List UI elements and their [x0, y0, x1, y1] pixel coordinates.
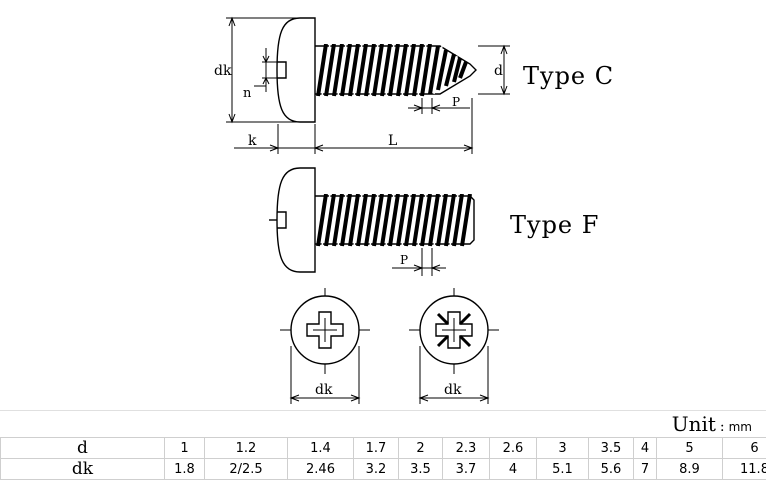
- table-cell: 2.6: [489, 437, 537, 459]
- table-cell: 4: [489, 458, 537, 480]
- table-cell: 1.2: [204, 437, 288, 459]
- head-view-pozidriv-star: [409, 288, 499, 374]
- type-c-screw: [276, 17, 477, 123]
- table-cell: 11.8: [722, 458, 766, 480]
- type-c-label: Type C: [523, 62, 615, 90]
- row-header: dk: [0, 458, 165, 480]
- type-f-dimensions: [392, 248, 446, 276]
- table-cell: 1.4: [287, 437, 354, 459]
- table-cell: 5: [656, 437, 723, 459]
- table-cell: 8.9: [656, 458, 723, 480]
- table-cell: 7: [633, 458, 657, 480]
- unit-value: mm: [728, 420, 752, 434]
- row-header: d: [0, 437, 165, 459]
- head-view-pozidriv-plain: [280, 288, 370, 374]
- dk-label-head-2: dk: [444, 382, 462, 398]
- dk-label-head-1: dk: [315, 382, 333, 398]
- type-c-threads: [316, 44, 468, 97]
- table-cell: 2.3: [442, 437, 490, 459]
- table-cell: 2/2.5: [204, 458, 288, 480]
- d-label: d: [494, 63, 503, 79]
- type-f-thread-gaps: [321, 194, 459, 247]
- type-c-dimensions: [226, 16, 510, 154]
- table-cell: 1.8: [164, 458, 205, 480]
- unit-label: Unit: [671, 412, 716, 436]
- table-cell: 2: [398, 437, 443, 459]
- table-cell: 1.7: [353, 437, 399, 459]
- l-label: L: [388, 133, 397, 149]
- screw-diagram: dk n d P k L: [214, 16, 510, 404]
- type-c-thread-gaps: [321, 44, 458, 97]
- table-cell: 3: [536, 437, 589, 459]
- unit-indicator: Unit:mm: [672, 412, 752, 436]
- type-f-threads: [316, 194, 472, 247]
- table-cell: 3.2: [353, 458, 399, 480]
- table-cell: 3.5: [588, 437, 634, 459]
- table-cell: 6: [722, 437, 766, 459]
- table-cell: 2.46: [287, 458, 354, 480]
- table-divider: [0, 410, 766, 411]
- table-cell: 3.7: [442, 458, 490, 480]
- p-label-f: P: [400, 253, 408, 267]
- table-cell: 1: [164, 437, 205, 459]
- k-label: k: [248, 133, 257, 149]
- p-label-c: P: [452, 95, 460, 109]
- table-cell: 4: [633, 437, 657, 459]
- n-label: n: [243, 86, 252, 101]
- table-cell: 5.6: [588, 458, 634, 480]
- type-f-label: Type F: [510, 211, 600, 239]
- table-cell: 3.5: [398, 458, 443, 480]
- head-view-dimensions: [289, 346, 490, 404]
- unit-separator: :: [719, 419, 725, 435]
- table-cell: 5.1: [536, 458, 589, 480]
- dk-label: dk: [214, 63, 232, 79]
